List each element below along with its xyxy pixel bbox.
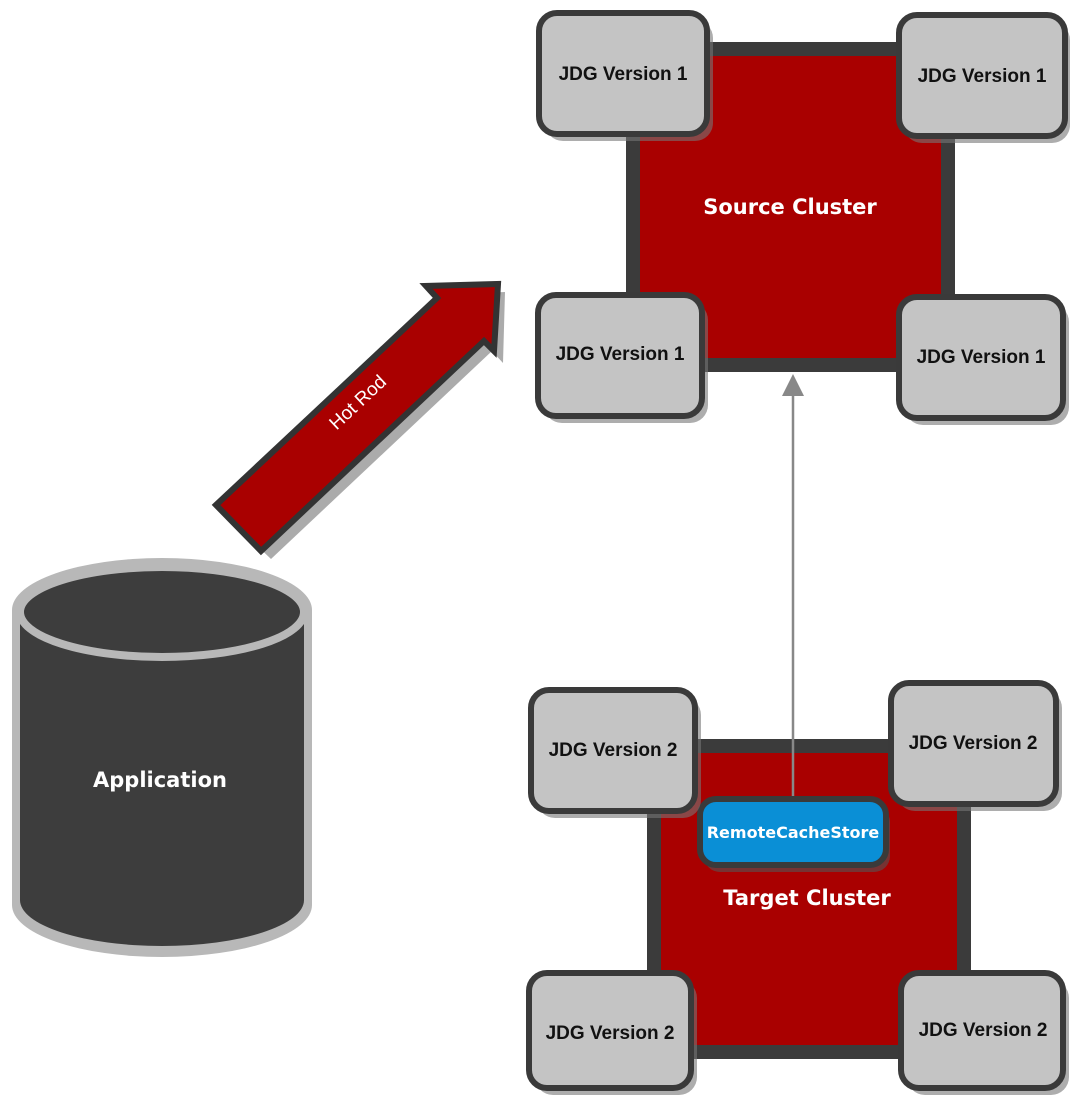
target-node-label: JDG Version 2: [919, 1020, 1048, 1041]
source-node: JDG Version 1: [896, 12, 1070, 143]
target-cluster-label: Target Cluster: [723, 886, 891, 910]
source-node: JDG Version 1: [536, 10, 713, 141]
source-cluster-label: Source Cluster: [703, 195, 877, 219]
target-node-label: JDG Version 2: [546, 1023, 675, 1044]
source-node-label: JDG Version 1: [556, 344, 685, 365]
target-node: JDG Version 2: [898, 970, 1069, 1095]
hot-rod-arrow: Hot Rod: [211, 280, 505, 559]
target-node-label: JDG Version 2: [549, 740, 678, 761]
application-label: Application: [93, 768, 227, 792]
target-node-label: JDG Version 2: [909, 733, 1038, 754]
remote-cache-store-label: RemoteCacheStore: [707, 823, 880, 842]
source-node-label: JDG Version 1: [917, 347, 1046, 368]
source-node-label: JDG Version 1: [559, 64, 688, 85]
remote-cache-store: RemoteCacheStore: [697, 796, 890, 872]
target-node: JDG Version 2: [528, 687, 701, 818]
target-node: JDG Version 2: [888, 680, 1062, 811]
source-node-label: JDG Version 1: [918, 66, 1047, 87]
source-node: JDG Version 1: [535, 292, 708, 423]
source-node: JDG Version 1: [896, 294, 1069, 425]
remote-connection-arrow: [782, 374, 804, 802]
application-database: Application: [12, 558, 312, 957]
target-node: JDG Version 2: [526, 970, 697, 1095]
